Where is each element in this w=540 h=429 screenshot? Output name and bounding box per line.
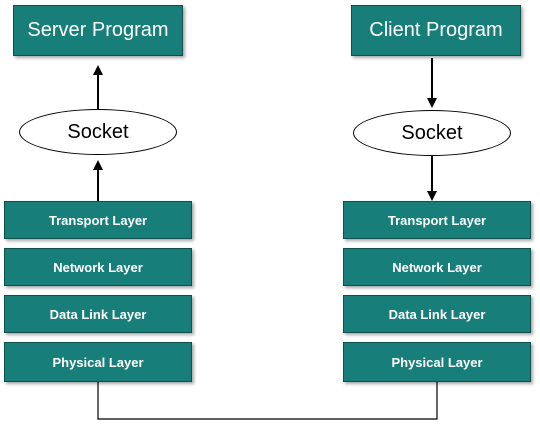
client-physical-layer: Physical Layer	[343, 342, 531, 382]
client-data-link-layer-label: Data Link Layer	[388, 306, 486, 322]
server-data-link-layer-label: Data Link Layer	[49, 306, 147, 322]
server-network-layer: Network Layer	[4, 248, 192, 286]
client-socket-label: Socket	[401, 121, 463, 144]
server-physical-layer: Physical Layer	[4, 342, 192, 382]
client-physical-layer-label: Physical Layer	[391, 354, 483, 370]
client-socket-ellipse: Socket	[353, 110, 511, 156]
server-physical-layer-label: Physical Layer	[52, 354, 144, 370]
client-network-layer: Network Layer	[343, 248, 531, 286]
server-transport-layer: Transport Layer	[4, 201, 192, 239]
client-transport-layer-label: Transport Layer	[387, 212, 487, 228]
client-network-layer-label: Network Layer	[392, 259, 482, 275]
server-program-box: Server Program	[13, 5, 183, 56]
server-transport-layer-label: Transport Layer	[48, 212, 148, 228]
server-network-layer-label: Network Layer	[53, 259, 143, 275]
client-program-box: Client Program	[351, 5, 521, 56]
server-socket-ellipse: Socket	[19, 109, 177, 155]
server-socket-label: Socket	[67, 120, 129, 143]
server-program-label: Server Program	[27, 19, 169, 41]
client-program-label: Client Program	[369, 19, 503, 41]
client-transport-layer: Transport Layer	[343, 201, 531, 239]
physical-link-line	[97, 382, 438, 420]
server-data-link-layer: Data Link Layer	[4, 295, 192, 333]
client-data-link-layer: Data Link Layer	[343, 295, 531, 333]
